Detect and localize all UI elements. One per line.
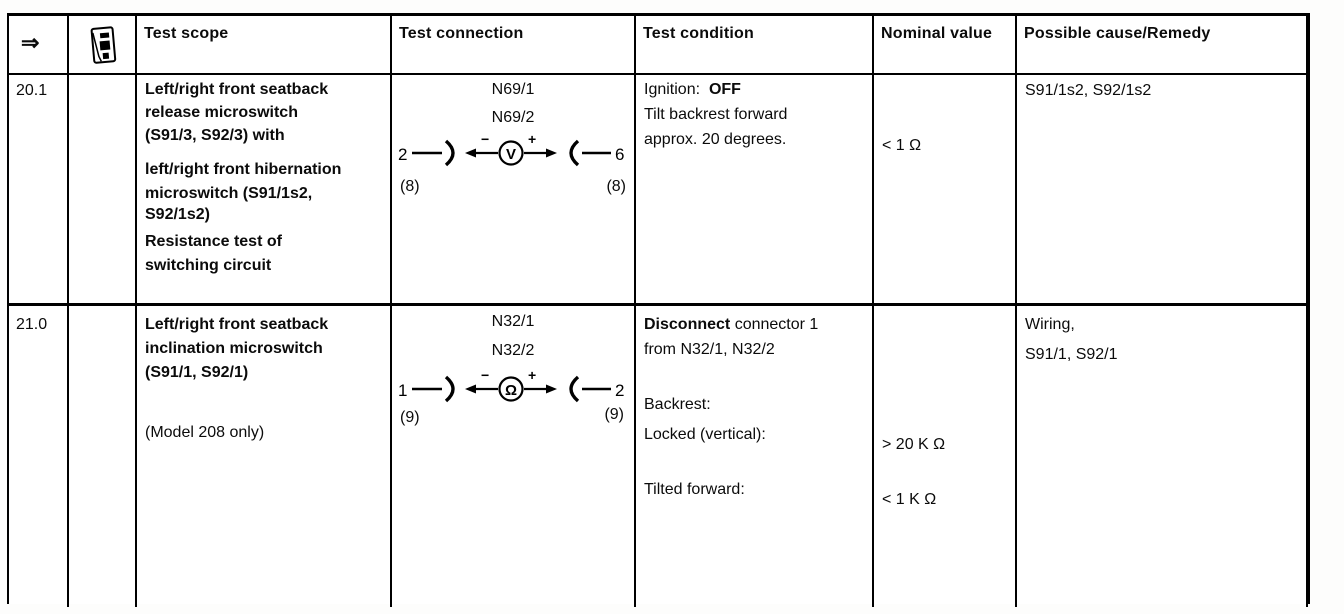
header-label: Test scope [144,25,229,42]
scope-line: Left/right front seatback [145,81,329,98]
probe-arrow-left [465,148,476,158]
scope-line: microswitch (S91/1s2, [145,185,313,202]
connector-label: N69/1 [491,81,535,98]
pin-number-right: 2 [615,381,624,400]
minus-sign: − [481,367,489,383]
meter-letter: V [506,146,516,163]
row-20-1-id-cell: 20.1 [9,75,69,306]
row-21-0-test-connection: N32/1 N32/2 1 − Ω + 2 (9) (9) [392,306,636,607]
plus-sign: + [528,367,536,383]
minus-sign: − [481,131,489,147]
scope-note: (Model 208 only) [145,424,265,441]
row-21-0-test-condition: Disconnect connector 1 from N32/1, N32/2… [636,306,874,607]
header-test-connection: Test connection [392,16,636,75]
condition-line: Ignition: OFF [644,81,868,99]
socket-symbol-left [444,375,455,403]
footnote-left: (9) [400,409,420,426]
multimeter-icon [89,26,119,71]
condition-line: from N32/1, N32/2 [644,341,775,358]
row-21-0-id-cell: 21.0 [9,306,69,607]
meter-circuit-diagram: 2 − V + 6 [397,131,631,180]
socket-symbol-left [444,139,455,167]
condition-line: Tilted forward: [644,481,745,498]
row-20-1-test-condition: Ignition: OFF Tilt backrest forward appr… [636,75,874,306]
condition-rest: connector 1 [730,316,819,333]
cause-line: S91/1s2, S92/1s2 [1025,82,1152,99]
cause-line: Wiring, [1025,316,1075,333]
cause-line: S91/1, S92/1 [1025,346,1118,363]
pin-number-left: 2 [398,145,407,164]
meter-symbol [498,376,524,402]
double-arrow-icon: ⇒ [21,30,40,55]
header-nominal-value: Nominal value [874,16,1017,75]
meter-letter: Ω [505,382,517,399]
scope-line: Left/right front seatback [145,316,329,333]
footnote-right: (8) [606,178,626,195]
row-21-0-possible-cause: Wiring, S91/1, S92/1 [1017,306,1308,607]
row-21-0-tester-cell [69,306,137,607]
condition-value: OFF [708,81,741,98]
nominal-value: < 1 K Ω [882,491,937,508]
pin-number-right: 6 [615,145,624,164]
connector-label: N69/2 [491,109,535,126]
footnote-right: (9) [604,406,624,423]
scope-line: switching circuit [145,257,272,274]
socket-symbol-right [569,375,580,403]
condition-line: Tilt backrest forward [644,106,788,123]
row-21-0-nominal-value: > 20 K Ω < 1 K Ω [874,306,1017,607]
scope-line: (S91/3, S92/3) with [145,127,285,144]
meter-circuit-diagram: 1 − Ω + 2 [397,367,631,416]
scope-line: (S91/1, S92/1) [145,364,249,381]
meter-symbol [498,140,524,166]
row-20-1-nominal-value: < 1 Ω [874,75,1017,306]
probe-arrow-right [546,148,557,158]
connector-label: N32/2 [491,342,535,359]
condition-line: Backrest: [644,396,711,413]
header-test-condition: Test condition [636,16,874,75]
scope-line: release microswitch [145,104,298,121]
row-20-1-possible-cause: S91/1s2, S92/1s2 [1017,75,1308,306]
row-20-1-test-scope: Left/right front seatback release micros… [137,75,392,306]
header-tester-col [69,16,137,75]
header-possible-cause: Possible cause/Remedy [1017,16,1308,75]
header-label: Nominal value [881,25,993,42]
header-test-scope: Test scope [137,16,392,75]
header-label: Possible cause/Remedy [1024,25,1211,42]
diagnostic-test-table: ⇒ Test scope Test connection Test condit… [7,13,1310,607]
footnote-left: (8) [400,178,420,195]
header-step-col: ⇒ [9,16,69,75]
plus-sign: + [528,131,536,147]
probe-arrow-left [465,384,476,394]
row-20-1-tester-cell [69,75,137,306]
condition-line: Disconnect connector 1 [644,316,868,334]
step-number: 21.0 [16,316,48,333]
condition-line: Locked (vertical): [644,426,766,443]
socket-symbol-right [569,139,580,167]
condition-label: Ignition: [644,81,701,98]
condition-line: approx. 20 degrees. [644,131,787,148]
row-20-1-test-connection: N69/1 N69/2 2 − V + 6 (8) (8) [392,75,636,306]
header-label: Test connection [399,25,524,42]
pin-number-left: 1 [398,381,407,400]
scope-line: Resistance test of [145,233,282,250]
scope-line: S92/1s2) [145,206,210,223]
header-label: Test condition [643,25,754,42]
connector-label: N32/1 [491,313,535,330]
condition-bold: Disconnect [644,316,731,333]
probe-arrow-right [546,384,557,394]
nominal-value: > 20 K Ω [882,436,946,453]
row-21-0-test-scope: Left/right front seatback inclination mi… [137,306,392,607]
nominal-value: < 1 Ω [882,137,922,154]
scope-line: left/right front hibernation [145,161,342,178]
scope-line: inclination microswitch [145,340,323,357]
step-number: 20.1 [16,82,48,99]
